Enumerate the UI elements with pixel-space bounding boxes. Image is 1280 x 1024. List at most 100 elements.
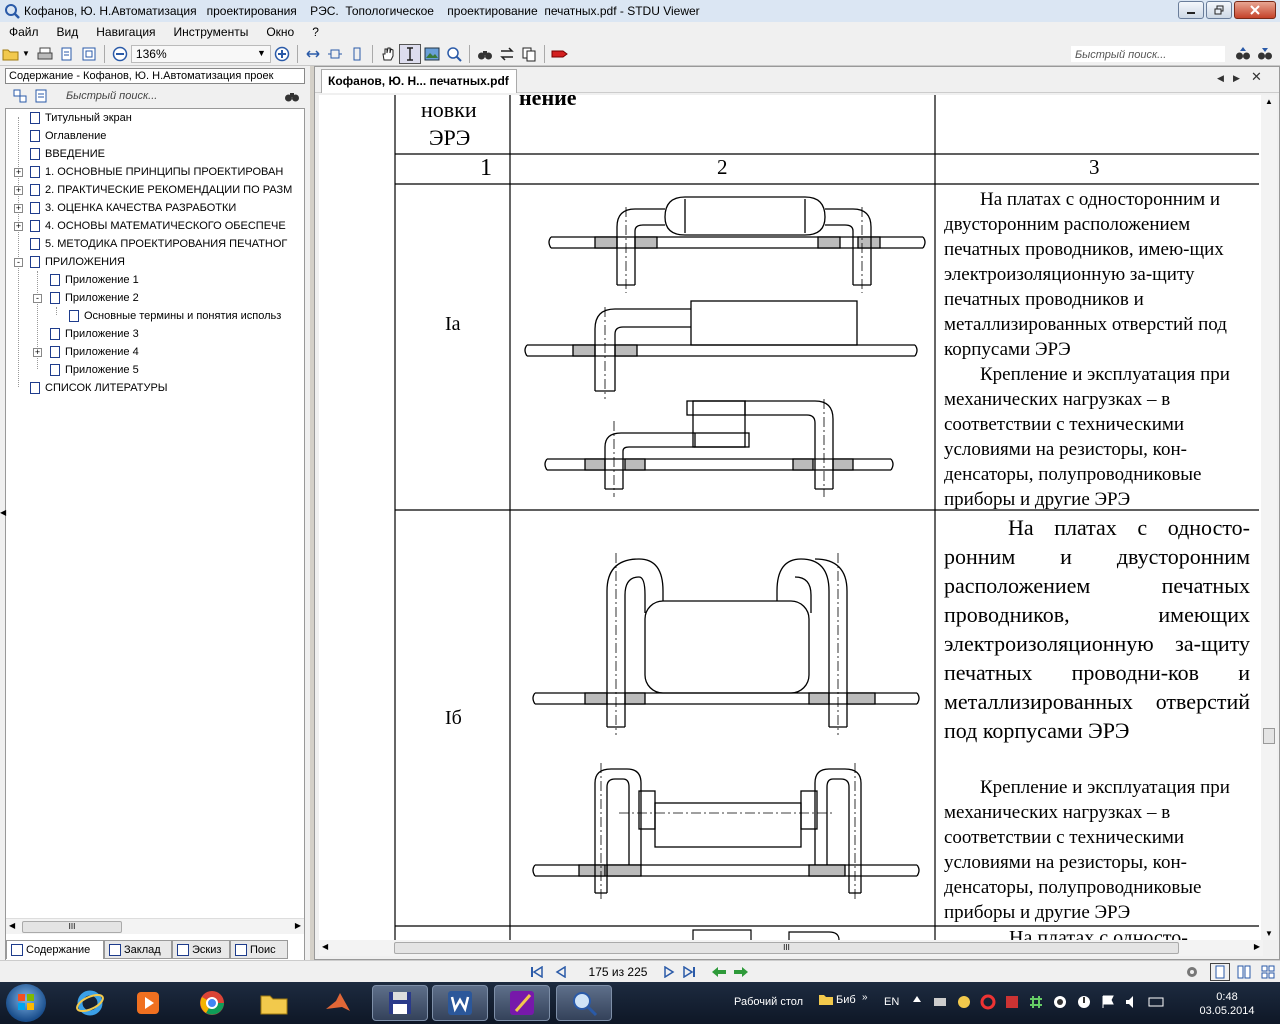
tray-keyboard-icon[interactable] — [1148, 994, 1164, 1010]
tree-item-appendix-1[interactable]: Приложение 1 — [50, 271, 139, 289]
expand-icon[interactable]: + — [14, 167, 23, 177]
tab-contents[interactable]: Содержание — [6, 940, 104, 959]
taskbar-ie[interactable] — [62, 985, 118, 1021]
collapse-all-button[interactable] — [31, 86, 53, 106]
taskbar-chrome[interactable] — [184, 985, 240, 1021]
expand-icon[interactable]: + — [14, 203, 23, 213]
page-counter[interactable]: 175 из 225 — [588, 965, 648, 979]
open-button[interactable] — [0, 44, 22, 64]
taskbar-clock[interactable]: 0:48 03.05.2014 — [1192, 990, 1262, 1018]
next-page-button[interactable] — [660, 964, 678, 980]
copy-button[interactable] — [518, 44, 540, 64]
expand-icon[interactable]: + — [14, 185, 23, 195]
toolbar-expand-icon[interactable]: » — [862, 992, 868, 1003]
search-down-button[interactable] — [1254, 44, 1276, 64]
menu-view[interactable]: Вид — [56, 25, 79, 39]
menu-window[interactable]: Окно — [266, 25, 295, 39]
pdf-page-view[interactable]: новки ЭРЭ нение 1 2 3 Iа — [319, 95, 1263, 940]
menu-help[interactable]: ? — [312, 25, 319, 39]
last-page-button[interactable] — [680, 964, 698, 980]
actual-size-button[interactable] — [56, 44, 78, 64]
tree-item-appendix-5[interactable]: Приложение 5 — [50, 361, 139, 379]
tab-bookmarks[interactable]: Заклад — [104, 940, 172, 959]
tray-arrow-icon[interactable] — [910, 994, 924, 1010]
tree-item-appendix-2[interactable]: Приложение 2 — [50, 289, 139, 307]
single-page-view-button[interactable] — [1210, 963, 1230, 981]
desktop-toolbar-label[interactable]: Рабочий стол — [734, 996, 804, 1008]
tree-item-appendix-3[interactable]: Приложение 3 — [50, 325, 139, 343]
taskbar-matlab[interactable] — [310, 985, 366, 1021]
tab-thumbnails[interactable]: Эскиз — [172, 940, 230, 959]
fit-width-button[interactable] — [302, 44, 324, 64]
taskbar-stdu-viewer[interactable] — [556, 985, 612, 1021]
collapse-panel-icon[interactable]: ◀ — [0, 508, 7, 517]
library-toolbar-label[interactable]: Биб — [836, 994, 856, 1006]
vscroll-thumb[interactable] — [1263, 728, 1275, 744]
tray-record-icon[interactable] — [1052, 994, 1068, 1010]
taskbar-save-app[interactable] — [372, 985, 428, 1021]
menu-navigation[interactable]: Навигация — [96, 25, 156, 39]
zoom-tool-button[interactable] — [443, 44, 465, 64]
tray-hash-icon[interactable] — [1028, 994, 1044, 1010]
tree-item-terms[interactable]: Основные термины и понятия использ — [69, 307, 281, 325]
language-indicator[interactable]: EN — [884, 996, 900, 1008]
scroll-right-icon[interactable]: ▶ — [1253, 942, 1260, 951]
history-back-button[interactable] — [710, 964, 728, 980]
close-button[interactable] — [1234, 1, 1276, 19]
fit-visible-button[interactable] — [324, 44, 346, 64]
collapse-icon[interactable]: - — [14, 258, 23, 267]
tree-item-references[interactable]: СПИСОК ЛИТЕРАТУРЫ — [30, 379, 168, 397]
zoom-select[interactable]: 136% ▼ — [130, 44, 271, 63]
scroll-left-icon[interactable]: ◀ — [322, 942, 329, 951]
scroll-left-icon[interactable]: ◀ — [9, 921, 16, 930]
fit-page-button[interactable] — [78, 44, 100, 64]
bookmark-button[interactable] — [549, 44, 571, 64]
facing-pages-view-button[interactable] — [1234, 963, 1254, 981]
quick-search-input[interactable]: Быстрый поиск... — [1070, 45, 1226, 63]
fit-height-button[interactable] — [346, 44, 368, 64]
start-button[interactable] — [6, 984, 46, 1022]
tray-power-icon[interactable] — [1076, 994, 1092, 1010]
expand-all-button[interactable] — [9, 86, 31, 106]
scroll-down-icon[interactable]: ▼ — [1265, 929, 1273, 938]
tray-norton-icon[interactable] — [956, 994, 972, 1010]
document-hscrollbar[interactable]: ◀ III ▶ — [319, 940, 1263, 956]
taskbar-onenote[interactable] — [494, 985, 550, 1021]
tab-search[interactable]: Поис — [230, 940, 288, 959]
grid-view-button[interactable] — [1258, 963, 1278, 981]
collapse-icon[interactable]: - — [33, 294, 42, 303]
tray-flag-icon[interactable] — [1100, 994, 1116, 1010]
tab-prev-icon[interactable]: ◀ — [1217, 73, 1224, 83]
scroll-right-icon[interactable]: ▶ — [294, 921, 301, 930]
find-button[interactable] — [474, 44, 496, 64]
minimize-button[interactable] — [1178, 1, 1204, 19]
search-up-button[interactable] — [1232, 44, 1254, 64]
expand-icon[interactable]: + — [33, 347, 42, 357]
tree-item-chapter-3[interactable]: 3. ОЦЕНКА КАЧЕСТВА РАЗРАБОТКИ — [30, 199, 236, 217]
tree-item-title-screen[interactable]: Титульный экран — [30, 109, 132, 127]
scroll-up-icon[interactable]: ▲ — [1265, 97, 1273, 106]
scroll-thumb[interactable]: III — [22, 921, 122, 933]
hscroll-thumb[interactable]: III — [394, 942, 1179, 954]
hand-tool-button[interactable] — [377, 44, 399, 64]
print-button[interactable] — [34, 44, 56, 64]
contents-search-button[interactable] — [281, 86, 303, 106]
tray-volume-icon[interactable] — [1124, 994, 1140, 1010]
zoom-in-button[interactable] — [271, 44, 293, 64]
contents-hscrollbar[interactable]: ◀ III ▶ — [6, 918, 304, 934]
zoom-out-button[interactable] — [109, 44, 131, 64]
restore-button[interactable] — [1206, 1, 1232, 19]
tree-item-toc[interactable]: Оглавление — [30, 127, 106, 145]
prev-page-button[interactable] — [552, 964, 570, 980]
tree-item-chapter-4[interactable]: 4. ОСНОВЫ МАТЕМАТИЧЕСКОГО ОБЕСПЕЧЕ — [30, 217, 286, 235]
history-forward-button[interactable] — [732, 964, 750, 980]
menu-file[interactable]: Файл — [9, 25, 39, 39]
text-select-button[interactable] — [398, 43, 421, 64]
tray-app-icon[interactable] — [1004, 994, 1020, 1010]
tree-item-chapter-5[interactable]: 5. МЕТОДИКА ПРОЕКТИРОВАНИЯ ПЕЧАТНОГ — [30, 235, 287, 253]
document-tab[interactable]: Кофанов, Ю. Н... печатных.pdf — [321, 69, 517, 93]
taskbar-word[interactable] — [432, 985, 488, 1021]
tree-item-intro[interactable]: ВВЕДЕНИЕ — [30, 145, 105, 163]
tab-next-icon[interactable]: ▶ — [1233, 73, 1240, 83]
close-tab-icon[interactable]: ✕ — [1251, 69, 1262, 84]
